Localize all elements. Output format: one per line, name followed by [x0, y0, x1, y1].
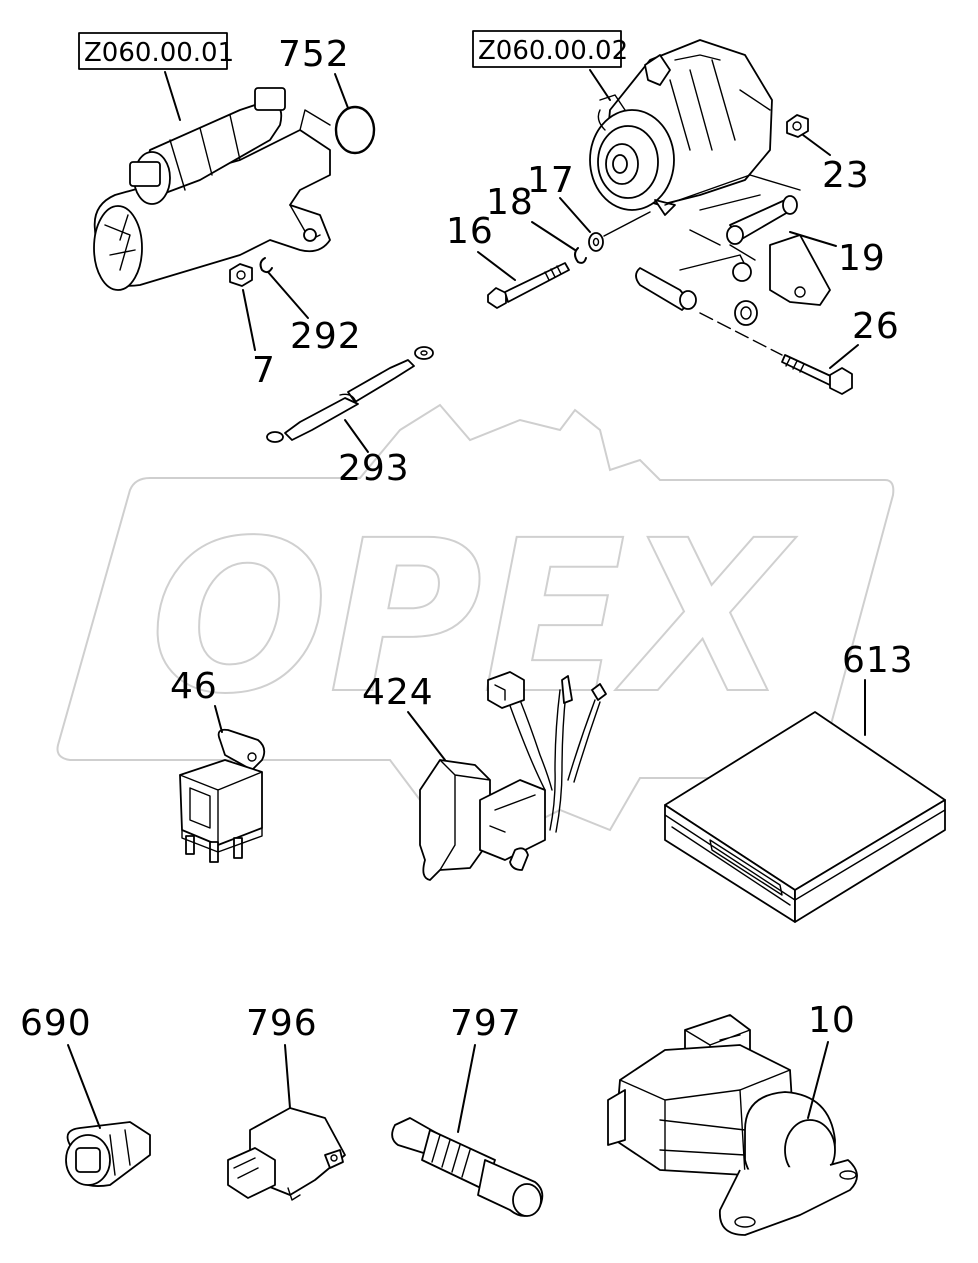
alternator-bracket — [635, 174, 831, 326]
starter-washer — [259, 257, 273, 274]
wiring-harness — [419, 671, 607, 881]
callout-7: 7 — [252, 350, 276, 391]
alternator-washer — [588, 232, 604, 252]
reference-label-alternator: Z060.00.02 — [478, 36, 628, 66]
callout-293: 293 — [338, 448, 410, 489]
callout-18: 18 — [486, 182, 534, 223]
reference-label-starter: Z060.00.01 — [84, 38, 234, 68]
watermark: OPEX — [56, 403, 895, 842]
alternator-nut — [786, 114, 809, 138]
alternator-clip — [574, 247, 587, 264]
callout-10: 10 — [808, 1000, 856, 1041]
watermark-text: OPEX — [150, 495, 797, 740]
sensor-assembly — [607, 1014, 858, 1236]
callout-23: 23 — [822, 155, 870, 196]
callout-292: 292 — [290, 316, 362, 357]
callout-26: 26 — [852, 306, 900, 347]
callout-16: 16 — [446, 211, 494, 252]
bracket-bolt — [781, 354, 853, 395]
starter-nut — [229, 263, 253, 287]
callout-690: 690 — [20, 1003, 92, 1044]
relay — [179, 728, 266, 863]
callout-797: 797 — [450, 1003, 522, 1044]
starter-motor — [93, 87, 331, 291]
callout-17: 17 — [527, 160, 575, 201]
pressure-sensor — [227, 1107, 346, 1201]
callout-613: 613 — [842, 640, 914, 681]
temperature-sensor — [391, 1117, 544, 1217]
bolt-axis-line — [699, 312, 783, 356]
o-ring — [334, 105, 376, 155]
connector-plug — [65, 1121, 151, 1187]
callout-46: 46 — [170, 666, 218, 707]
callout-752: 752 — [278, 34, 350, 75]
alternator-bolt — [487, 262, 570, 309]
control-unit — [664, 711, 946, 923]
callout-19: 19 — [838, 238, 886, 279]
reference-box-starter: Z060.00.01 — [78, 32, 234, 121]
callout-424: 424 — [362, 672, 434, 713]
reference-box-alternator: Z060.00.02 — [472, 30, 628, 101]
alternator — [589, 39, 773, 216]
battery-cable — [266, 346, 434, 443]
callout-796: 796 — [246, 1003, 318, 1044]
